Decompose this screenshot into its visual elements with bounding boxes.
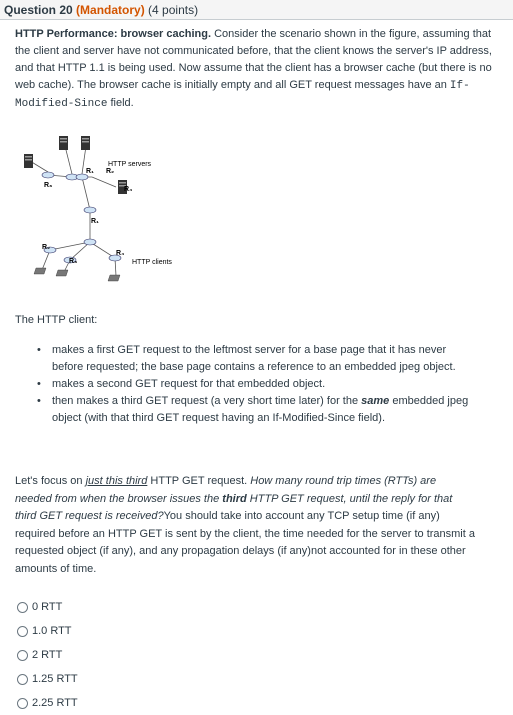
question-prompt: HTTP Performance: browser caching. Consi… (15, 26, 500, 113)
radio-button[interactable] (17, 625, 28, 637)
answer-option[interactable]: 1.25 RTT (17, 667, 78, 691)
prompt-text: Consider the scenario shown in the figur… (15, 28, 492, 91)
radio-button[interactable] (17, 673, 28, 685)
router-icon (83, 206, 97, 214)
radio-button[interactable] (17, 649, 28, 661)
focus-italic-1: How many round trip times (RTTs) are nee… (15, 475, 437, 505)
prompt-paragraph: HTTP Performance: browser caching. Consi… (15, 26, 500, 113)
answer-option[interactable]: 2 RTT (17, 643, 78, 667)
server-icon (24, 154, 33, 168)
client-steps-list: •makes a first GET request to the leftmo… (37, 342, 472, 427)
list-item-text: makes a second GET request for that embe… (52, 378, 326, 390)
focus-paragraph: Let's focus on just this third HTTP GET … (15, 473, 475, 578)
answer-option[interactable]: 0 RTT (17, 595, 78, 619)
router-label: R₄ (124, 186, 133, 193)
answer-option[interactable]: 2.25 RTT (17, 691, 78, 715)
router-label: R₃ (44, 182, 53, 189)
answer-label[interactable]: 2 RTT (32, 649, 63, 661)
laptop-icon (33, 267, 47, 275)
focus-after-underline: HTTP GET request. (147, 475, 251, 487)
server-icon (118, 180, 127, 194)
list-item-text: then makes a third GET request (a very s… (52, 395, 469, 424)
router-icon (41, 171, 55, 179)
question-number: Question 20 (4, 3, 73, 17)
prompt-code: If-Modified-Since (15, 80, 470, 110)
list-item-text: makes a first GET request to the leftmos… (52, 344, 456, 373)
answer-label[interactable]: 1.25 RTT (32, 673, 78, 685)
network-diagram (24, 136, 127, 282)
focus-rest: You should take into account any TCP set… (15, 510, 475, 575)
router-icon (75, 173, 89, 181)
router-label: R₁ (86, 168, 94, 175)
laptop-icon (55, 269, 69, 277)
prompt-bold-lead: HTTP Performance: browser caching. (15, 28, 212, 40)
focus-bold-italic: third (222, 492, 247, 505)
points-label: (4 points) (148, 3, 199, 17)
list-item: •makes a first GET request to the leftmo… (37, 344, 456, 373)
router-label: R₂ (106, 168, 115, 175)
focus-lead: Let's focus on (15, 475, 86, 487)
radio-button[interactable] (17, 601, 28, 613)
mandatory-label: (Mandatory) (76, 3, 145, 17)
question-header: Question 20 (Mandatory) (4 points) (0, 0, 513, 20)
router-icon (43, 246, 57, 254)
router-label: R₁ (91, 218, 99, 225)
laptop-icon (107, 274, 121, 282)
question-title: Question 20 (Mandatory) (4 points) (4, 3, 198, 17)
router-label: R₃ (69, 258, 78, 265)
client-heading: The HTTP client: (15, 314, 98, 326)
radio-button[interactable] (17, 697, 28, 709)
router-icon (108, 254, 122, 262)
router-label: R₂ (42, 244, 51, 251)
router-icon (63, 256, 77, 264)
servers-label: HTTP servers (108, 161, 152, 168)
list-item: •then makes a third GET request (a very … (37, 395, 469, 424)
server-icon (59, 136, 68, 150)
network-figure: HTTP servers HTTP clients R₁ R₂ R₃ R₄ R₁… (20, 130, 210, 300)
focus-underlined: just this third (85, 475, 148, 487)
answer-label[interactable]: 0 RTT (32, 601, 63, 613)
answer-label[interactable]: 2.25 RTT (32, 697, 78, 709)
answer-choices: 0 RTT 1.0 RTT 2 RTT 1.25 RTT 2.25 RTT (17, 595, 78, 715)
prompt-tail: field. (107, 97, 134, 109)
clients-label: HTTP clients (132, 259, 172, 266)
answer-option[interactable]: 1.0 RTT (17, 619, 78, 643)
router-icon (83, 238, 97, 246)
list-item: •makes a second GET request for that emb… (37, 378, 326, 390)
answer-label[interactable]: 1.0 RTT (32, 625, 72, 637)
server-icon (81, 136, 90, 150)
router-label: R₄ (116, 250, 125, 257)
focus-italic-2: HTTP GET request, until the reply for th… (15, 492, 453, 523)
